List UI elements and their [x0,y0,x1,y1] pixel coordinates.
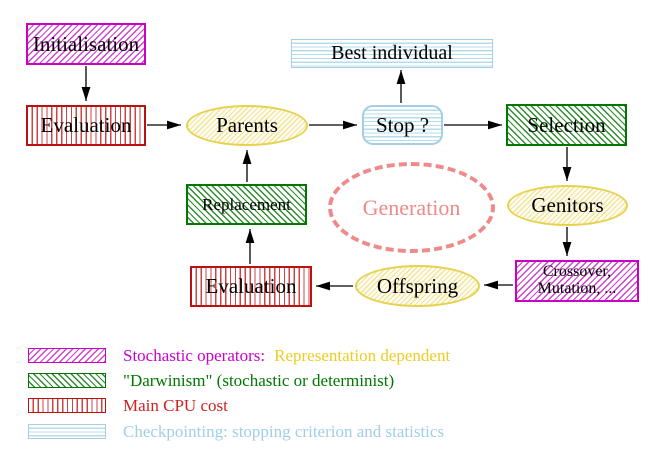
node-evaluation-bottom-label: Evaluation [205,274,297,299]
generation-dashed-ellipse: Generation [328,162,495,253]
node-initialisation-label: Initialisation [32,31,140,56]
legend-text-stochastic: Stochastic operators: Representation depe… [123,346,450,366]
node-replacement: Replacement [186,184,307,225]
legend-label-stochastic-operators: Stochastic operators: [123,346,266,365]
node-genitors-label: Genitors [531,193,604,218]
node-evaluation-top-label: Evaluation [40,113,132,138]
node-stop: Stop ? [362,105,443,145]
node-crossover-mutation: Crossover, Mutation, ... [515,260,639,302]
node-parents-label: Parents [216,113,278,138]
legend-label-checkpointing: Checkpointing: stopping criterion and st… [123,422,445,441]
node-evaluation-top: Evaluation [26,105,146,146]
node-replacement-label: Replacement [202,194,291,214]
node-best-individual-label: Best individual [331,42,453,64]
node-best-individual: Best individual [291,39,493,68]
node-parents: Parents [186,105,308,146]
legend-swatch-checkpointing [28,424,106,439]
legend-label-cpu-cost: Main CPU cost [123,396,228,415]
node-selection-label: Selection [527,112,606,137]
legend-swatch-cpu-cost [28,398,106,413]
node-evaluation-bottom: Evaluation [190,266,312,307]
node-crossover-line2: Mutation, ... [537,280,617,297]
legend-swatch-stochastic-operators [28,348,106,363]
node-offspring-label: Offspring [376,273,459,298]
node-genitors: Genitors [507,185,628,226]
legend-label-darwinism: "Darwinism" (stochastic or determinist) [123,371,395,390]
legend-swatch-darwinism [28,373,106,388]
node-selection: Selection [506,104,627,146]
generation-label: Generation [362,194,461,220]
node-stop-label: Stop ? [375,112,430,137]
legend-label-representation-dependent: Representation dependent [274,346,451,365]
node-offspring: Offspring [355,265,480,307]
node-initialisation: Initialisation [26,23,146,65]
node-crossover-line1: Crossover, [542,263,612,281]
